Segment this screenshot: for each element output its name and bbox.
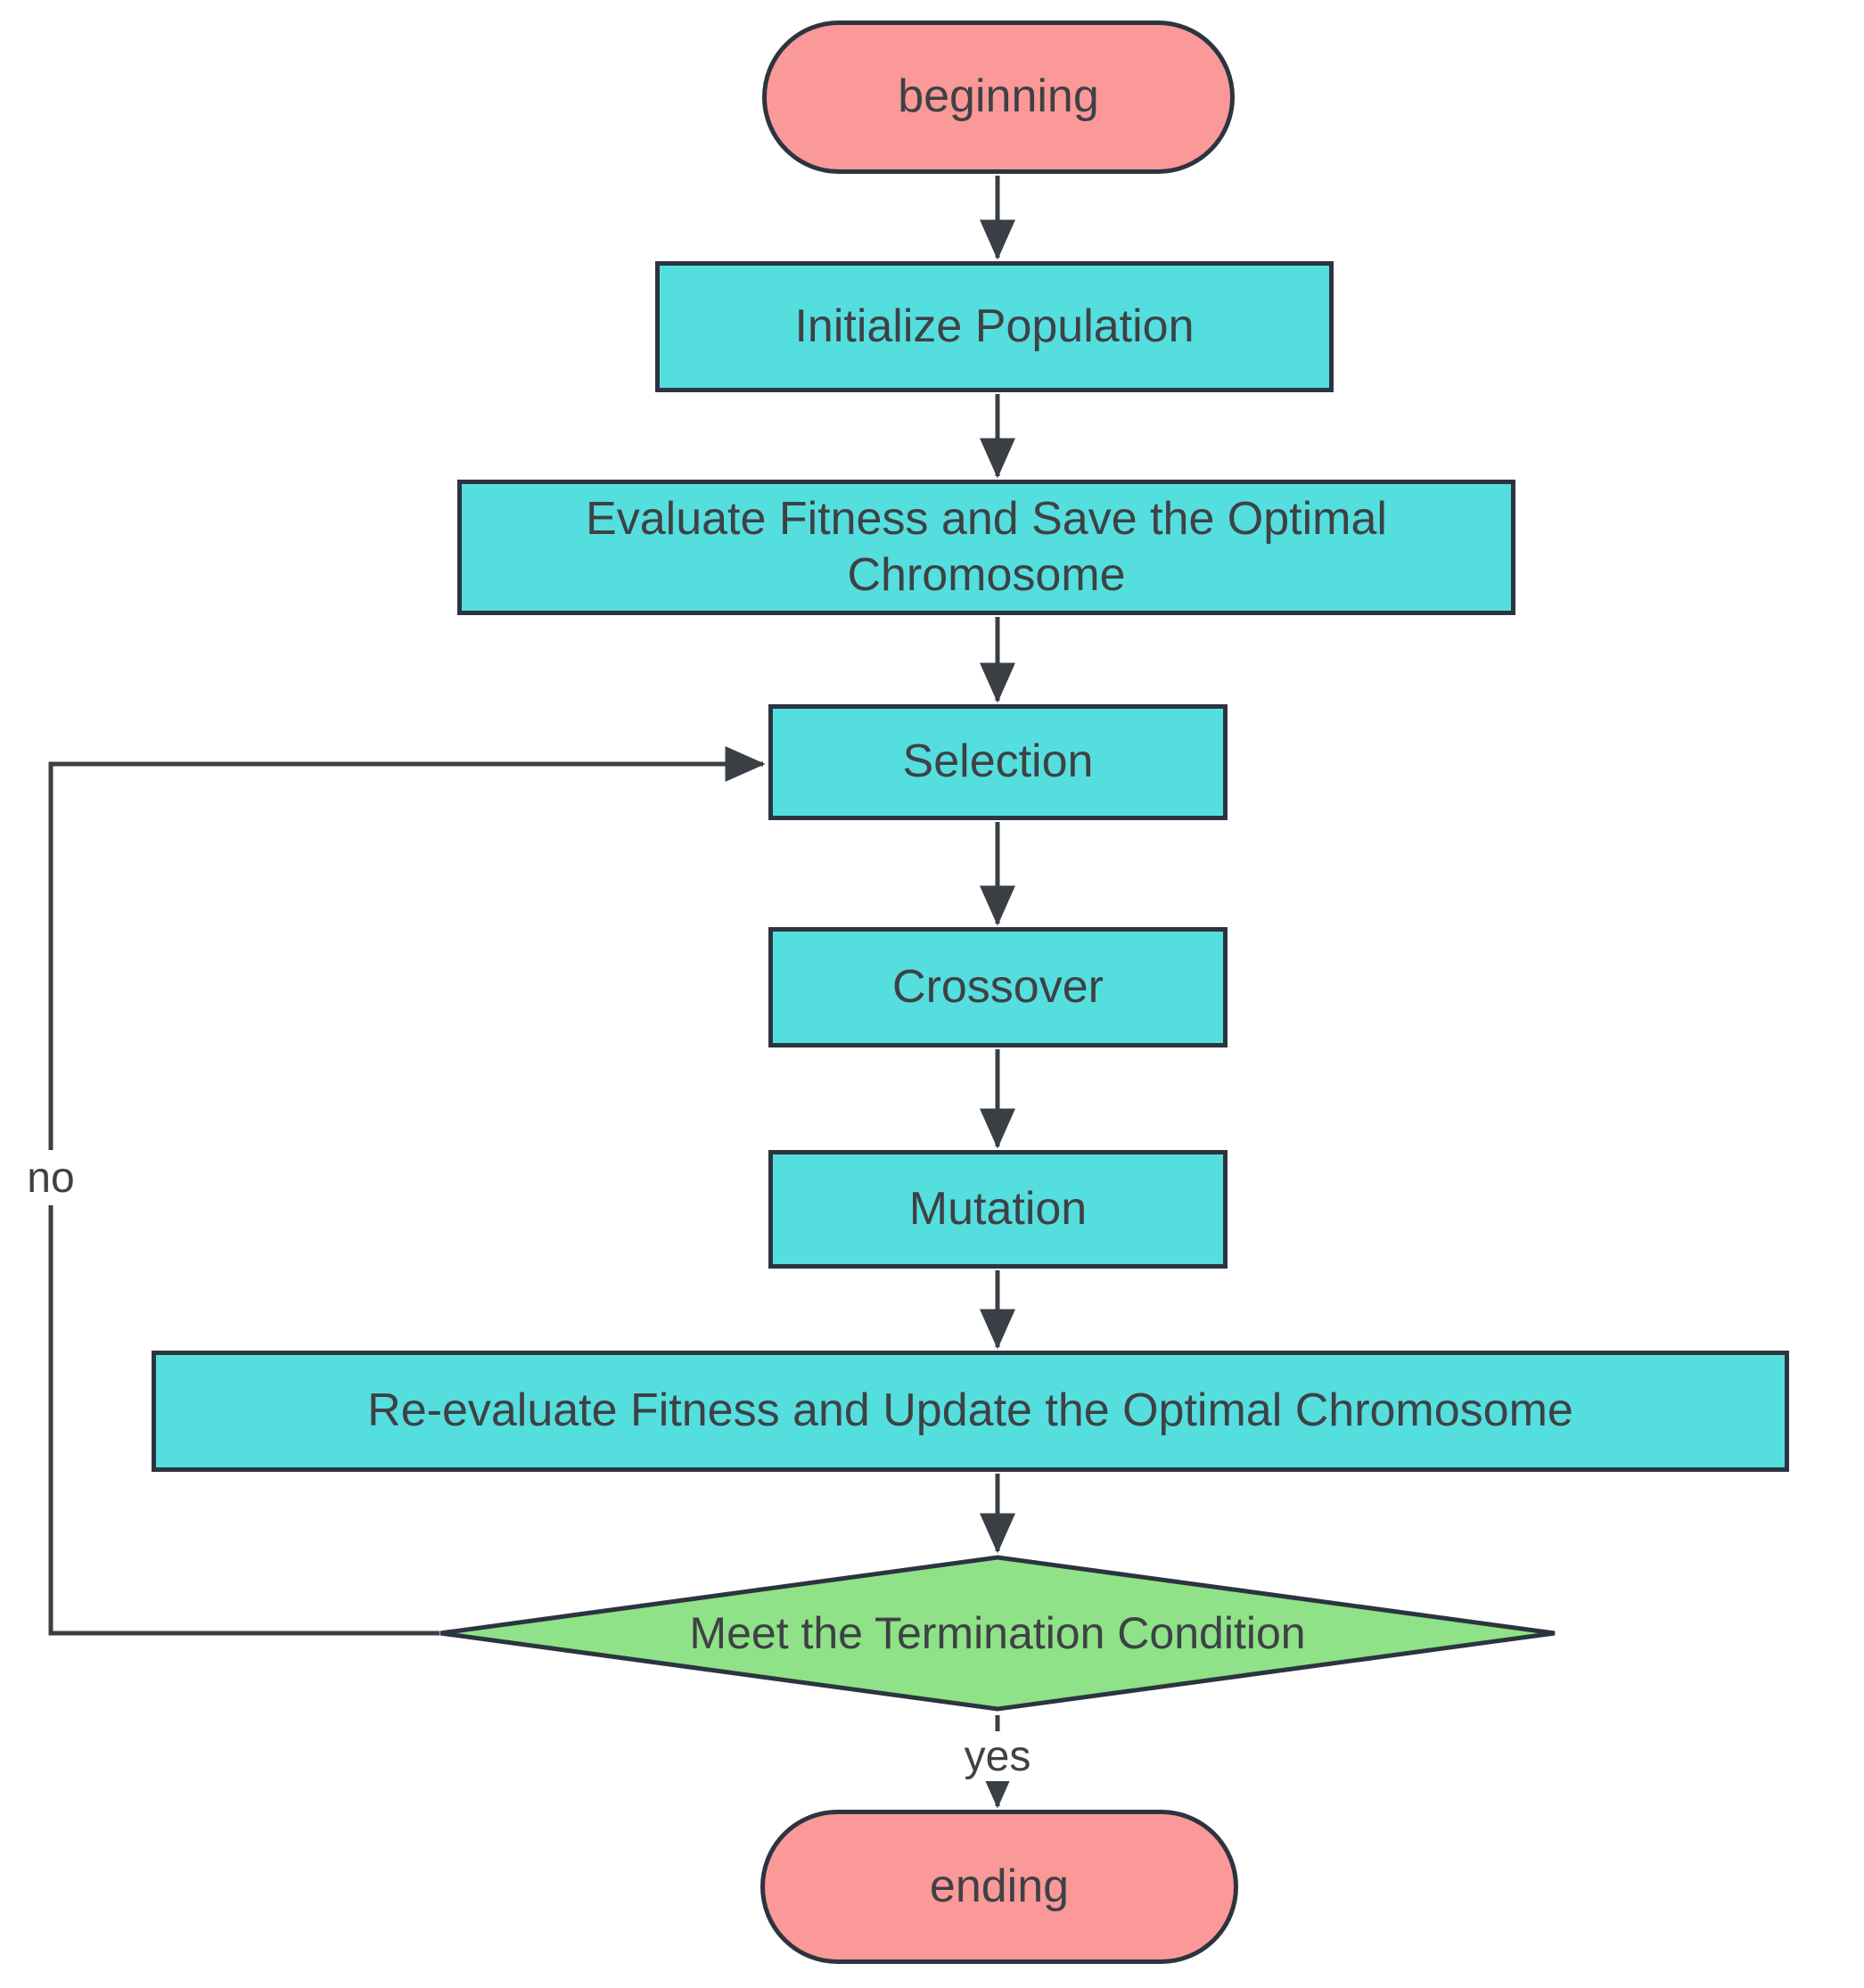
decision-diamond-shape	[439, 1555, 1556, 1712]
flow-node-initialize-population: Initialize Population	[655, 261, 1334, 392]
flow-node-selection: Selection	[768, 704, 1228, 820]
flow-node-termination-decision-label: Meet the Termination Condition	[689, 1608, 1306, 1658]
edge-label-no-text: no	[27, 1154, 75, 1202]
flow-node-selection-label: Selection	[902, 735, 1094, 788]
flow-node-reevaluate-fitness-label: Re-evaluate Fitness and Update the Optim…	[367, 1384, 1573, 1437]
edge-label-no: no	[6, 1150, 95, 1205]
flow-node-termination-decision: Meet the Termination Condition	[436, 1553, 1559, 1713]
flow-node-crossover: Crossover	[768, 927, 1228, 1047]
flow-node-mutation-label: Mutation	[908, 1182, 1088, 1235]
flow-node-evaluate-fitness-label: Evaluate Fitness and Save the Optimal Ch…	[586, 492, 1387, 601]
flow-node-crossover-label: Crossover	[892, 960, 1104, 1013]
edge-label-yes: yes	[935, 1731, 1060, 1781]
flow-node-evaluate-fitness: Evaluate Fitness and Save the Optimal Ch…	[457, 480, 1515, 615]
flow-node-initialize-population-label: Initialize Population	[794, 300, 1195, 352]
flow-node-beginning: beginning	[762, 21, 1235, 174]
edge-decision-selection-no	[48, 746, 766, 1636]
flow-node-ending-label: ending	[929, 1860, 1070, 1912]
flow-node-ending: ending	[760, 1810, 1238, 1964]
flow-node-mutation: Mutation	[768, 1150, 1228, 1269]
edge-label-yes-text: yes	[964, 1732, 1031, 1780]
flow-node-beginning-label: beginning	[898, 70, 1099, 123]
flow-node-reevaluate-fitness: Re-evaluate Fitness and Update the Optim…	[152, 1351, 1789, 1472]
